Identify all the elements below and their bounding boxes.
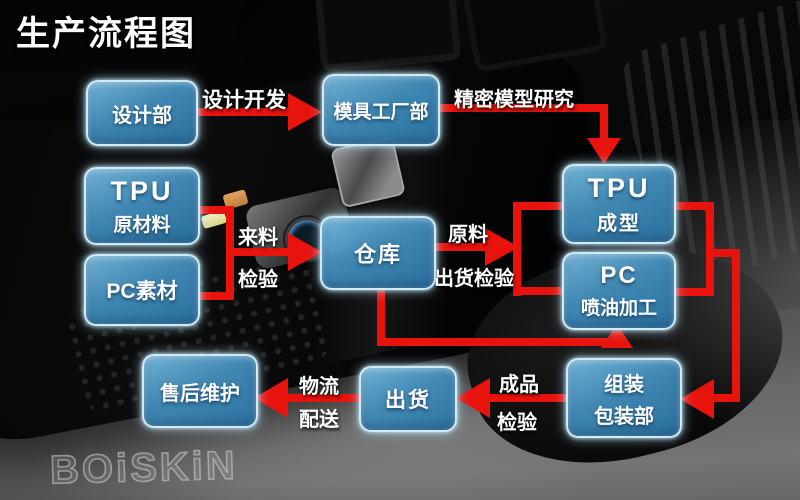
label-incoming-inspection: 检验 xyxy=(238,269,278,291)
node-label: TPU xyxy=(110,175,174,206)
node-label: 仓库 xyxy=(353,242,402,267)
line-branch-to-assembly-h2 xyxy=(704,394,740,402)
arrowhead-into-warehouse xyxy=(288,233,322,271)
node-warehouse: 仓库 xyxy=(320,216,436,290)
line-mold-to-tpumold-v xyxy=(600,104,608,142)
line-pcraw-branch xyxy=(196,292,234,300)
page-title: 生产流程图 xyxy=(16,15,196,53)
node-sublabel: 喷油加工 xyxy=(580,298,657,319)
node-pc-material: PC素材 xyxy=(84,254,200,326)
label-delivery: 配送 xyxy=(299,409,339,431)
line-tpuraw-branch xyxy=(196,206,234,214)
watermark-logo: BOiSKiN xyxy=(49,443,239,493)
line-branch-to-assembly-h1 xyxy=(706,249,740,257)
node-tpu-molding: TPU 成型 xyxy=(562,164,676,244)
arrow-warehouse-to-process xyxy=(431,243,489,251)
node-sublabel: 成型 xyxy=(597,212,641,235)
node-tpu-raw-material: TPU 原材料 xyxy=(84,167,200,245)
arrowhead-into-tpu-molding xyxy=(587,138,621,164)
node-label: TPU xyxy=(587,172,651,203)
node-after-sales: 售后维护 xyxy=(142,354,258,428)
node-label: 售后维护 xyxy=(160,382,240,405)
arrowhead-into-aftersale xyxy=(254,378,288,418)
node-label: 设计部 xyxy=(112,104,172,127)
node-pc-spray-processing: PC 喷油加工 xyxy=(562,252,676,330)
label-incoming-material: 来料 xyxy=(238,227,278,249)
line-pcspray-right xyxy=(672,288,714,296)
line-mold-to-tpumold-h xyxy=(436,104,608,112)
line-warehouse-bottom-h xyxy=(377,338,625,346)
node-assembly-packaging: 组装 包装部 xyxy=(566,358,682,438)
node-sublabel: 包装部 xyxy=(594,405,654,428)
node-mold-factory: 模具工厂部 xyxy=(322,74,440,146)
line-warehouse-down xyxy=(377,286,385,346)
line-bracket-to-tpumold xyxy=(517,202,564,210)
node-shipping: 出货 xyxy=(359,366,457,432)
label-finished-inspection: 检验 xyxy=(497,412,537,434)
arrow-raw-to-warehouse xyxy=(230,248,292,256)
node-label: 出货 xyxy=(385,389,431,412)
node-sublabel: 原材料 xyxy=(113,214,171,236)
arrow-ship-to-aftersale xyxy=(288,394,360,402)
arrowhead-into-assembly xyxy=(680,379,714,419)
node-label: PC xyxy=(600,262,638,289)
label-precision-model-research: 精密模型研究 xyxy=(454,89,574,111)
arrowhead-warehouse-to-process xyxy=(485,228,519,266)
label-design-development: 设计开发 xyxy=(202,89,286,112)
arrowhead-design-to-mold xyxy=(288,93,322,131)
arrow-assembly-to-ship xyxy=(490,394,568,402)
arrow-design-to-mold xyxy=(198,108,290,116)
arrowhead-into-ship xyxy=(456,378,490,418)
node-label: 模具工厂部 xyxy=(333,101,429,123)
node-label: 组装 xyxy=(604,373,644,396)
label-outgoing-inspection: 出货检验 xyxy=(434,268,514,290)
node-label: PC素材 xyxy=(106,280,178,303)
line-tpumold-right xyxy=(672,202,714,210)
line-bracket-to-pcspray xyxy=(517,287,564,295)
kickstand-cutout-left xyxy=(314,0,462,72)
label-finished-product: 成品 xyxy=(499,374,539,396)
label-raw-material: 原料 xyxy=(448,224,488,246)
label-logistics: 物流 xyxy=(299,376,339,398)
node-design-dept: 设计部 xyxy=(86,80,198,146)
line-branch-to-assembly-v xyxy=(732,249,740,402)
